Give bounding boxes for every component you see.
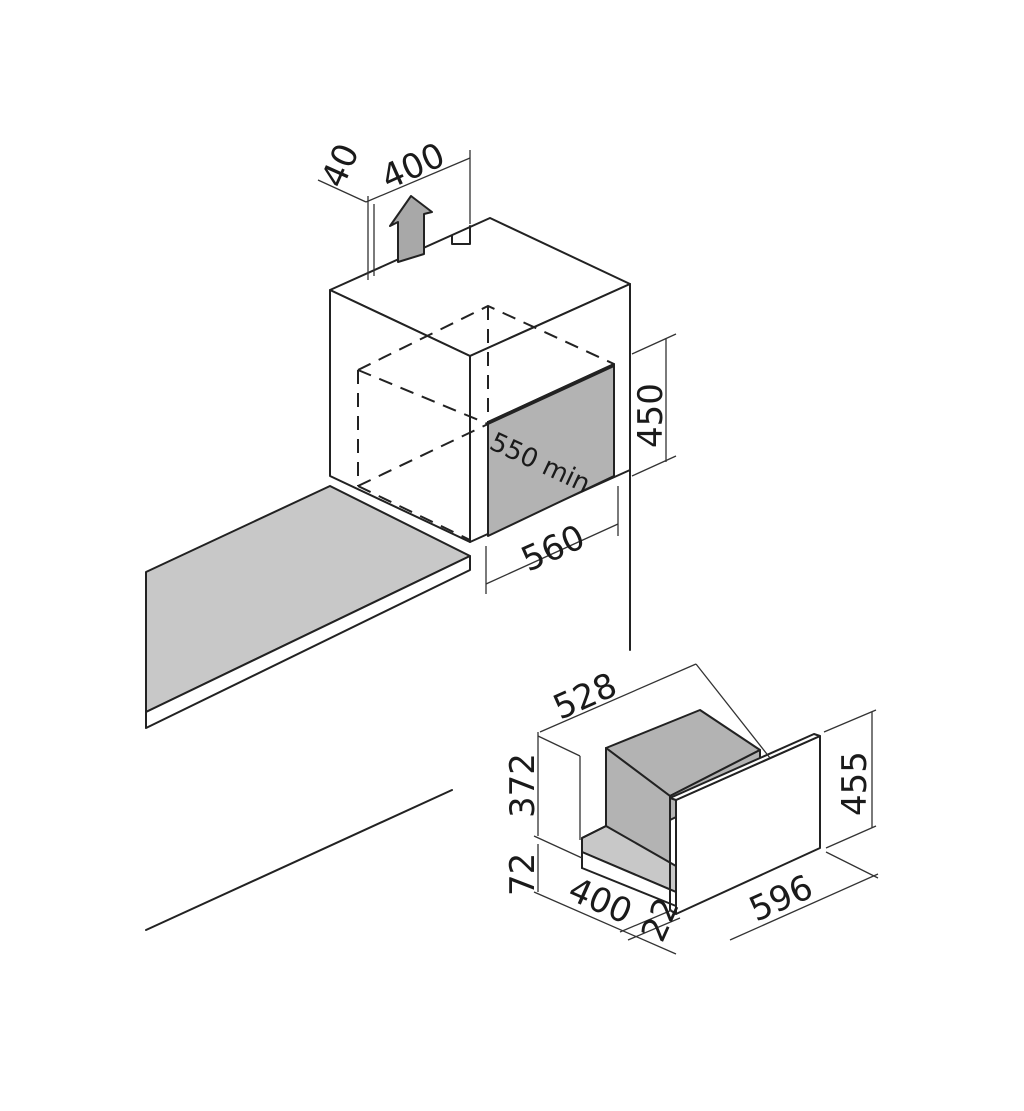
- dim-inner-height-label: 372: [503, 753, 543, 818]
- vent-notch: [451, 225, 471, 245]
- dim-inner-depth-label: 528: [547, 665, 623, 728]
- drawer-side-outline: [581, 747, 607, 869]
- drawer-front-top-edge: [669, 733, 821, 801]
- ventilation-arrow-icon: [389, 195, 433, 263]
- dim-vent-offset-label: 40: [314, 138, 368, 194]
- upper-cabinet: [329, 195, 631, 651]
- dim-cavity-height-label: 450: [631, 383, 671, 448]
- hidden-oven-outline: [357, 304, 615, 541]
- dim-bottom-gap-label: 72: [503, 853, 543, 896]
- cabinet-floor-line: [145, 789, 453, 931]
- dim-front-height-label: 455: [835, 751, 875, 816]
- dim-vent-width-label: 400: [375, 135, 451, 198]
- dim-cavity-width-label: 560: [515, 517, 591, 580]
- countertop: [145, 485, 471, 931]
- countertop-edge: [145, 555, 471, 729]
- warming-drawer: [581, 709, 821, 915]
